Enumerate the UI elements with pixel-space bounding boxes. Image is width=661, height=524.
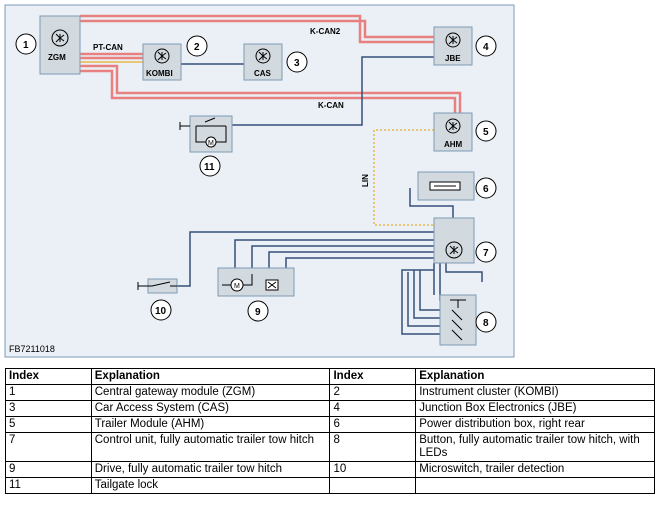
index-cell: 1 bbox=[5, 384, 92, 401]
explanation-cell: Control unit, fully automatic trailer to… bbox=[90, 432, 331, 462]
index-cell: 5 bbox=[5, 416, 92, 433]
svg-text:M: M bbox=[234, 283, 240, 290]
control-unit-tow-hitch bbox=[433, 217, 475, 264]
kcan-bus bbox=[80, 64, 462, 113]
module-ahm: AHM bbox=[433, 112, 473, 152]
svg-text:5: 5 bbox=[483, 127, 489, 138]
lin-label: LIN bbox=[361, 174, 370, 187]
signal-wires bbox=[177, 56, 483, 335]
svg-text:8: 8 bbox=[483, 318, 489, 329]
svg-text:3: 3 bbox=[294, 58, 300, 69]
index-cell: 7 bbox=[5, 432, 92, 462]
header-index: Index bbox=[5, 368, 92, 385]
legend-header-row: Index Explanation Index Explanation bbox=[5, 368, 655, 385]
header-index: Index bbox=[329, 368, 417, 385]
index-cell: 6 bbox=[329, 416, 417, 433]
svg-text:9: 9 bbox=[255, 307, 261, 318]
callout-6: 6 bbox=[475, 177, 497, 199]
button-tow-hitch-leds bbox=[439, 294, 477, 346]
callout-7: 7 bbox=[475, 241, 497, 263]
power-distribution-box bbox=[417, 171, 475, 201]
figure-code: FB7211018 bbox=[9, 344, 55, 354]
explanation-cell: Drive, fully automatic trailer tow hitch bbox=[90, 461, 331, 478]
callout-5: 5 bbox=[475, 120, 497, 142]
explanation-cell: Tailgate lock bbox=[90, 477, 331, 494]
kcan-label: K-CAN bbox=[318, 101, 344, 110]
index-cell: 2 bbox=[329, 384, 417, 401]
index-cell: 8 bbox=[329, 432, 417, 462]
svg-text:11: 11 bbox=[204, 162, 215, 173]
explanation-cell: Central gateway module (ZGM) bbox=[90, 384, 331, 401]
module-zgm: ZGM bbox=[39, 15, 81, 75]
explanation-cell: Microswitch, trailer detection bbox=[415, 461, 655, 478]
callout-10: 10 bbox=[150, 299, 172, 321]
module-jbe: JBE bbox=[433, 26, 473, 66]
index-cell: 4 bbox=[329, 400, 417, 417]
kcan2-label: K-CAN2 bbox=[310, 27, 341, 36]
callout-4: 4 bbox=[475, 35, 497, 57]
callout-3: 3 bbox=[286, 51, 308, 73]
module-kombi: KOMBI bbox=[142, 43, 182, 81]
ahm-label: AHM bbox=[444, 140, 463, 149]
explanation-cell: Junction Box Electronics (JBE) bbox=[415, 400, 655, 417]
zgm-label: ZGM bbox=[48, 53, 66, 62]
wiring-diagram: ZGM KOMBI CAS JBE AHM bbox=[4, 4, 515, 358]
callout-9: 9 bbox=[247, 300, 269, 322]
explanation-cell: Car Access System (CAS) bbox=[90, 400, 331, 417]
microswitch bbox=[137, 278, 178, 294]
index-cell: 9 bbox=[5, 461, 92, 478]
lin-bus bbox=[373, 129, 434, 226]
kcan2-bus bbox=[80, 14, 434, 44]
explanation-cell: Button, fully automatic trailer tow hitc… bbox=[415, 432, 655, 462]
svg-text:M: M bbox=[208, 140, 214, 147]
index-cell: 10 bbox=[329, 461, 417, 478]
kombi-label: KOMBI bbox=[146, 69, 173, 78]
jbe-label: JBE bbox=[445, 54, 461, 63]
svg-text:7: 7 bbox=[483, 248, 489, 259]
explanation-cell: Instrument cluster (KOMBI) bbox=[415, 384, 655, 401]
header-explanation: Explanation bbox=[90, 368, 331, 385]
callout-8: 8 bbox=[475, 311, 497, 333]
callout-11: 11 bbox=[199, 155, 221, 177]
header-explanation: Explanation bbox=[415, 368, 655, 385]
callout-2: 2 bbox=[186, 35, 208, 57]
ptcan-bus bbox=[80, 52, 143, 60]
explanation-cell: Trailer Module (AHM) bbox=[90, 416, 331, 433]
svg-text:10: 10 bbox=[155, 306, 167, 317]
svg-text:4: 4 bbox=[483, 42, 489, 53]
drive-tow-hitch: M bbox=[217, 267, 295, 297]
index-cell bbox=[329, 477, 417, 494]
tailgate-lock: M bbox=[179, 115, 233, 153]
svg-text:1: 1 bbox=[23, 40, 29, 51]
ptcan-label: PT-CAN bbox=[93, 43, 123, 52]
svg-text:6: 6 bbox=[483, 184, 489, 195]
callout-1: 1 bbox=[15, 33, 37, 55]
cas-label: CAS bbox=[254, 69, 272, 78]
index-cell: 11 bbox=[5, 477, 92, 494]
svg-text:2: 2 bbox=[194, 42, 200, 53]
explanation-cell bbox=[415, 477, 655, 494]
module-cas: CAS bbox=[243, 43, 283, 81]
explanation-cell: Power distribution box, right rear bbox=[415, 416, 655, 433]
index-cell: 3 bbox=[5, 400, 92, 417]
